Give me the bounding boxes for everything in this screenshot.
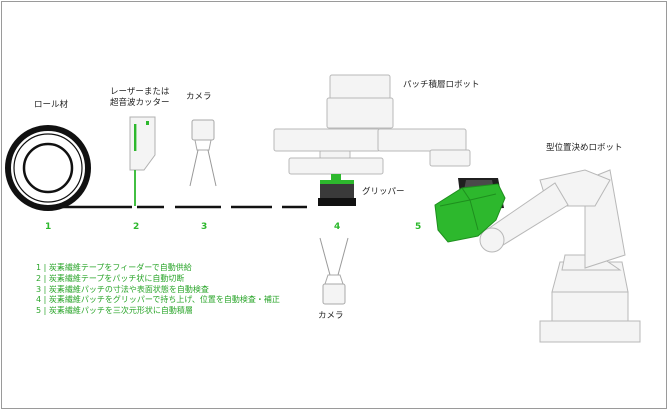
camera-bottom [319,237,349,305]
process-legend: 1 | 炭素繊維テープをフィーダーで自動供給 2 | 炭素繊維テープをパッチ状に… [36,263,280,317]
camera-top-label: カメラ [186,92,212,102]
stacking-robot-label: パッチ積層ロボット [403,80,480,90]
step-number-3: 3 [201,222,208,232]
legend-item: 2 | 炭素繊維テープをパッチ状に自動切断 [36,273,185,283]
camera-bottom-label: カメラ [318,311,344,321]
legend-item: 5 | 炭素繊維パッチを三次元形状に自動積層 [36,306,193,316]
step-number-1: 1 [45,222,52,232]
roll-material [5,125,91,211]
gripper-4 [318,174,356,206]
mold-robot-label: 型位置決めロボット [546,143,623,153]
cutter-label-line2: 超音波カッター [110,98,170,108]
stacking-robot [273,74,471,175]
step-number-2: 2 [133,222,140,232]
roll-label: ロール材 [34,100,69,110]
legend-item: 1 | 炭素繊維テープをフィーダーで自動供給 [36,263,192,272]
legend-item: 3 | 炭素繊維パッチの寸法や表面状態を自動検査 [36,284,209,294]
step-number-4: 4 [334,222,341,232]
mold-gripper-5 [434,178,506,243]
mold-robot [479,169,641,343]
camera-top [189,119,217,187]
cutter [129,116,156,206]
step-number-5: 5 [415,222,422,232]
legend-item: 4 | 炭素繊維パッチをグリッパーで持ち上げ、位置を自動検査・補正 [36,295,280,305]
gripper-label: グリッパー [362,187,405,197]
cutter-label-line1: レーザーまたは [110,87,170,97]
